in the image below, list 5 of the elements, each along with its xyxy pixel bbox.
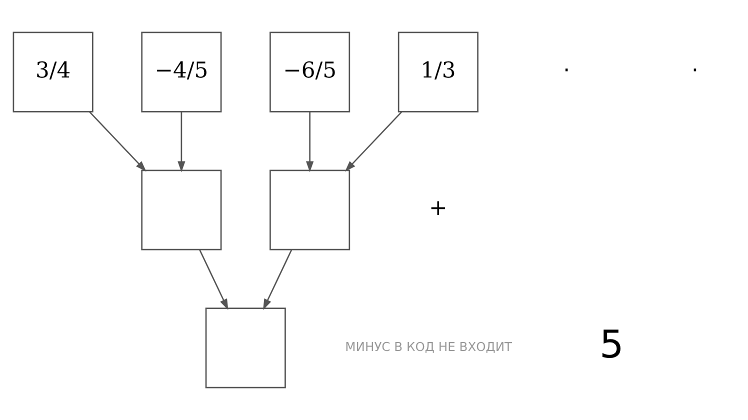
label: + <box>429 196 448 222</box>
label: МИНУС В КОД НЕ ВХОДИТ <box>345 340 512 354</box>
label: 5 <box>599 323 624 368</box>
label: · <box>563 58 570 84</box>
label: · <box>691 58 698 84</box>
